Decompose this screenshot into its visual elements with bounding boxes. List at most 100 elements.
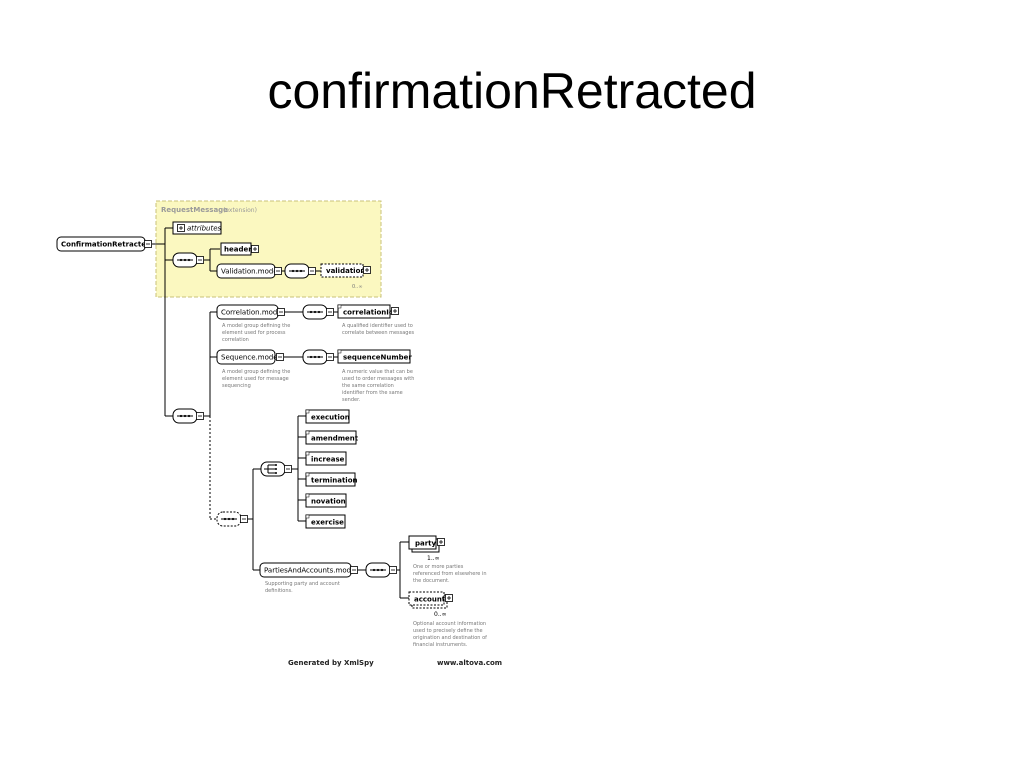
sequence-compositor[interactable] <box>302 349 334 365</box>
validation-model-label: Validation.model <box>221 268 280 276</box>
svg-text:A numeric value that can be: A numeric value that can be <box>342 369 413 375</box>
svg-text:element used for process: element used for process <box>222 330 286 336</box>
expand-icon[interactable] <box>177 224 185 232</box>
element-correlationid[interactable]: correlationId <box>337 304 399 319</box>
svg-text:A model group defining the: A model group defining the <box>222 323 290 329</box>
svg-text:Optional account information: Optional account information <box>413 621 486 627</box>
choice-compositor[interactable] <box>260 461 292 477</box>
header-label: header <box>224 246 252 254</box>
collapse-icon[interactable] <box>326 353 334 361</box>
optional-sequence-compositor[interactable] <box>216 511 248 527</box>
choice-item-novation[interactable]: novation <box>305 493 347 508</box>
correlationid-label: correlationId <box>343 309 394 317</box>
collapse-icon[interactable] <box>196 412 204 420</box>
collapse-icon[interactable] <box>284 465 292 473</box>
choice-item-label: increase <box>311 456 345 464</box>
svg-text:the document.: the document. <box>413 578 450 584</box>
footer-website: www.altova.com <box>437 659 502 667</box>
svg-text:sender.: sender. <box>342 397 361 403</box>
choice-item-label: exercise <box>311 519 344 527</box>
parties-model-label: PartiesAndAccounts.model <box>264 567 357 575</box>
choice-item-termination[interactable]: termination <box>305 472 358 487</box>
party-description: One or more parties referenced from else… <box>413 564 487 584</box>
collapse-icon[interactable] <box>308 267 316 275</box>
svg-text:used to order messages with: used to order messages with <box>342 376 414 382</box>
sequence-compositor[interactable] <box>172 408 204 424</box>
sequence-compositor[interactable] <box>365 562 397 578</box>
validation-cardinality: 0..∞ <box>352 284 363 290</box>
svg-text:Supporting party and account: Supporting party and account <box>265 581 340 587</box>
parties-model-description: Supporting party and account definitions… <box>265 581 340 594</box>
root-element-confirmationretracted[interactable]: ConfirmationRetracted <box>56 236 152 252</box>
collapse-icon[interactable] <box>350 566 358 574</box>
expand-icon[interactable] <box>363 266 371 274</box>
choice-item-label: amendment <box>311 435 359 443</box>
svg-text:definitions.: definitions. <box>265 588 293 594</box>
collapse-icon[interactable] <box>276 353 284 361</box>
choice-item-label: execution <box>311 414 350 422</box>
attributes-label: attributes <box>187 225 222 233</box>
expand-icon[interactable] <box>251 245 259 253</box>
correlationid-description: A qualified identifier used to correlate… <box>342 323 415 336</box>
svg-text:A qualified identifier used to: A qualified identifier used to <box>342 323 413 329</box>
element-validation[interactable]: validation 0..∞ <box>320 263 371 290</box>
group-validation-model[interactable]: Validation.model <box>216 263 282 279</box>
expand-icon[interactable] <box>437 538 445 546</box>
collapse-icon[interactable] <box>274 267 282 275</box>
extension-name: RequestMessage <box>161 206 228 214</box>
expand-icon[interactable] <box>391 307 399 315</box>
group-sequence-model[interactable]: Sequence.model <box>216 349 284 365</box>
choice-item-label: termination <box>311 477 358 485</box>
svg-text:element used for message: element used for message <box>222 376 289 382</box>
validation-label: validation <box>326 267 365 275</box>
element-sequencenumber[interactable]: sequenceNumber <box>337 349 412 364</box>
footer-generator: Generated by XmlSpy <box>288 659 374 667</box>
sequence-model-description: A model group defining the element used … <box>222 369 290 389</box>
choice-item-execution[interactable]: execution <box>305 409 350 424</box>
svg-text:identifier from the same: identifier from the same <box>342 390 403 396</box>
account-label: account <box>414 596 446 604</box>
choice-item-label: novation <box>311 498 346 506</box>
svg-text:referenced from elsewhere in: referenced from elsewhere in <box>413 571 487 577</box>
svg-text:financial instruments.: financial instruments. <box>413 642 468 648</box>
attributes-node[interactable]: attributes <box>172 221 222 235</box>
svg-text:sequencing: sequencing <box>222 383 251 389</box>
svg-text:correlate between messages: correlate between messages <box>342 330 415 336</box>
party-label: party <box>415 540 437 548</box>
element-header[interactable]: header <box>220 242 259 256</box>
account-cardinality: 0..∞ <box>434 611 447 618</box>
slide-title: confirmationRetracted <box>267 63 757 119</box>
sequence-model-label: Sequence.model <box>221 354 280 362</box>
svg-text:used to precisely define the: used to precisely define the <box>413 628 483 634</box>
element-party[interactable]: party 1..∞ <box>408 535 445 562</box>
collapse-icon[interactable] <box>389 566 397 574</box>
collapse-icon[interactable] <box>144 240 152 248</box>
sequence-compositor[interactable] <box>302 304 334 320</box>
element-account[interactable]: account 0..∞ <box>408 591 453 618</box>
svg-text:origination and destination of: origination and destination of <box>413 635 487 641</box>
sequence-compositor[interactable] <box>172 252 204 268</box>
group-parties-and-accounts-model[interactable]: PartiesAndAccounts.model <box>259 562 358 578</box>
choice-item-amendment[interactable]: amendment <box>305 430 359 445</box>
choice-item-exercise[interactable]: exercise <box>305 514 346 529</box>
collapse-icon[interactable] <box>277 308 285 316</box>
extension-kind: (extension) <box>223 207 257 214</box>
collapse-icon[interactable] <box>326 308 334 316</box>
group-correlation-model[interactable]: Correlation.model <box>216 304 285 320</box>
sequence-compositor[interactable] <box>284 263 316 279</box>
svg-text:correlation: correlation <box>222 337 249 343</box>
correlation-model-label: Correlation.model <box>221 309 284 317</box>
account-description: Optional account information used to pre… <box>413 621 487 648</box>
choice-item-increase[interactable]: increase <box>305 451 347 466</box>
svg-text:A model group defining the: A model group defining the <box>222 369 290 375</box>
collapse-icon[interactable] <box>240 515 248 523</box>
collapse-icon[interactable] <box>196 256 204 264</box>
svg-text:the same correlation: the same correlation <box>342 383 394 389</box>
sequencenumber-label: sequenceNumber <box>343 354 412 362</box>
expand-icon[interactable] <box>445 594 453 602</box>
root-label: ConfirmationRetracted <box>61 241 151 249</box>
sequencenumber-description: A numeric value that can be used to orde… <box>342 369 414 403</box>
extension-region <box>155 200 382 298</box>
party-cardinality: 1..∞ <box>427 555 440 562</box>
